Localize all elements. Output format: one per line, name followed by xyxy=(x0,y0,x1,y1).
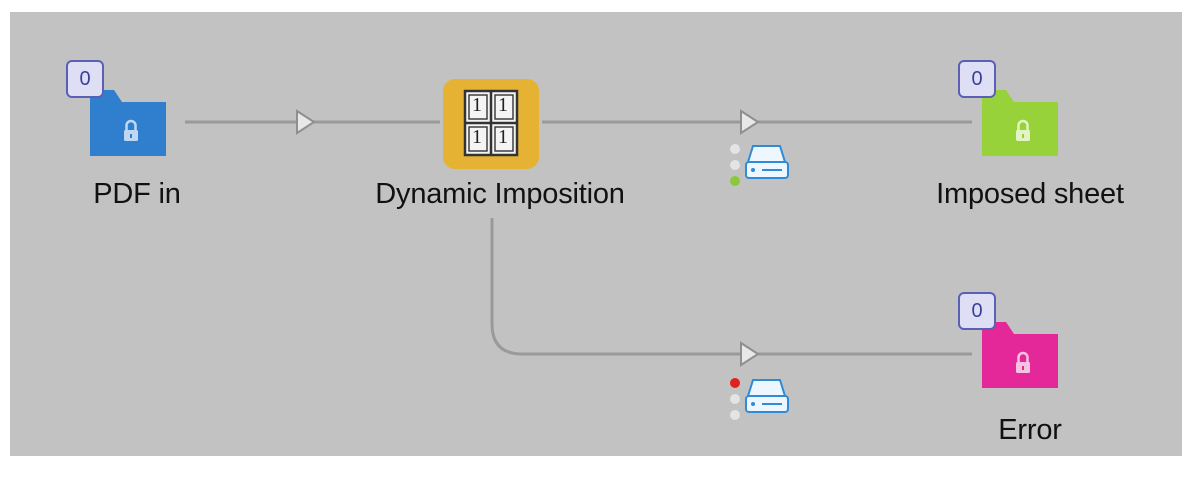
lock-icon xyxy=(1016,119,1030,141)
imposed-sheet-folder[interactable]: 0 xyxy=(958,60,1058,160)
status-light-idle xyxy=(730,410,740,420)
node-label-error: Error xyxy=(998,414,1062,446)
node-label-imposed-sheet: Imposed sheet xyxy=(936,178,1124,210)
flow-canvas[interactable]: 0 PDF in 1 1 1 1 Dynamic Imposition xyxy=(10,12,1182,456)
connector-arrow-1 xyxy=(296,109,316,135)
job-count-badge: 0 xyxy=(958,292,996,330)
lock-icon xyxy=(1016,351,1030,373)
error-folder[interactable]: 0 xyxy=(958,292,1058,392)
connector-arrow-3 xyxy=(740,341,760,367)
status-light-idle xyxy=(730,144,740,154)
status-light-idle xyxy=(730,160,740,170)
imposition-page-number: 1 xyxy=(498,94,508,116)
pdf-in-folder[interactable]: 0 xyxy=(66,60,166,160)
hard-drive-icon xyxy=(745,145,789,179)
error-connection-status[interactable] xyxy=(722,374,802,430)
hard-drive-icon xyxy=(745,379,789,413)
success-connection-status[interactable] xyxy=(722,140,802,196)
node-label-pdf-in: PDF in xyxy=(93,178,181,210)
dynamic-imposition-task[interactable]: 1 1 1 1 xyxy=(443,79,539,169)
status-light-green xyxy=(730,176,740,186)
imposition-grid-icon xyxy=(463,89,519,157)
imposition-page-number: 1 xyxy=(498,126,508,148)
connector-arrow-2 xyxy=(740,109,760,135)
lock-icon xyxy=(124,119,138,141)
imposition-page-number: 1 xyxy=(472,94,482,116)
job-count-badge: 0 xyxy=(66,60,104,98)
imposition-page-number: 1 xyxy=(472,126,482,148)
status-light-idle xyxy=(730,394,740,404)
job-count-badge: 0 xyxy=(958,60,996,98)
connector-imposition-to-error xyxy=(490,218,972,356)
connectors xyxy=(185,109,972,367)
node-label-dynamic-imposition: Dynamic Imposition xyxy=(375,178,625,210)
status-light-red xyxy=(730,378,740,388)
